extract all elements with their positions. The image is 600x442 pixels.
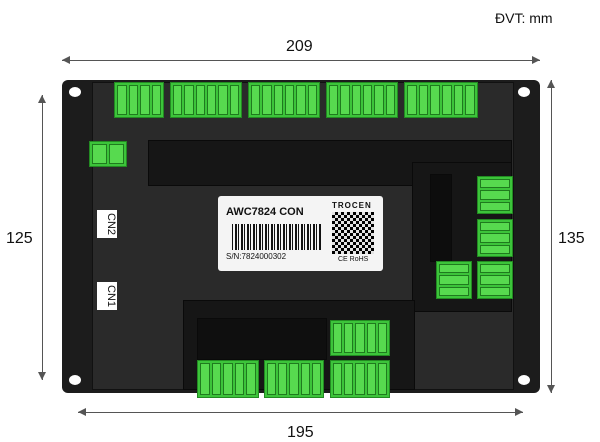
mount-hole xyxy=(518,87,530,97)
terminal-block xyxy=(404,82,478,118)
terminal-block xyxy=(264,360,324,398)
terminal-block xyxy=(114,82,164,118)
dimension-line-top xyxy=(62,60,540,61)
terminal-block xyxy=(330,360,390,398)
socket xyxy=(197,318,327,360)
cn1-label: CN1 xyxy=(97,282,117,311)
model-name: AWC7824 CON xyxy=(226,206,304,218)
dimension-bottom: 195 xyxy=(287,424,314,441)
arrow-right-icon xyxy=(515,408,523,416)
dimension-left: 125 xyxy=(6,230,33,247)
dimension-top: 209 xyxy=(286,38,313,55)
arrow-up-icon xyxy=(547,80,555,88)
terminal-block xyxy=(89,141,127,167)
arrow-right-icon xyxy=(532,56,540,64)
brand-name: TROCEN xyxy=(332,201,372,210)
terminal-block xyxy=(436,261,472,299)
qr-code-icon xyxy=(332,212,374,254)
terminal-block xyxy=(197,360,259,398)
arrow-down-icon xyxy=(547,385,555,393)
dimension-line-left xyxy=(42,95,43,380)
socket xyxy=(430,174,452,262)
terminal-block xyxy=(170,82,242,118)
serial-number: S/N:7824000302 xyxy=(226,252,287,261)
arrow-down-icon xyxy=(38,372,46,380)
mount-hole xyxy=(518,375,530,385)
arrow-up-icon xyxy=(38,95,46,103)
terminal-block xyxy=(477,261,513,299)
arrow-left-icon xyxy=(78,408,86,416)
terminal-block xyxy=(477,176,513,214)
certification-marks: CE RoHS xyxy=(338,256,369,263)
arrow-left-icon xyxy=(62,56,70,64)
dimension-right: 135 xyxy=(558,230,585,247)
terminal-block xyxy=(477,219,513,257)
cn2-label: CN2 xyxy=(97,210,117,239)
terminal-block xyxy=(330,320,390,356)
unit-label: ĐVT: mm xyxy=(495,10,553,26)
mount-hole xyxy=(69,375,81,385)
dimension-line-bottom xyxy=(78,412,523,413)
terminal-block xyxy=(326,82,398,118)
barcode-icon xyxy=(232,224,322,250)
mount-hole xyxy=(69,87,81,97)
dimension-line-right xyxy=(551,80,552,393)
terminal-block xyxy=(248,82,320,118)
